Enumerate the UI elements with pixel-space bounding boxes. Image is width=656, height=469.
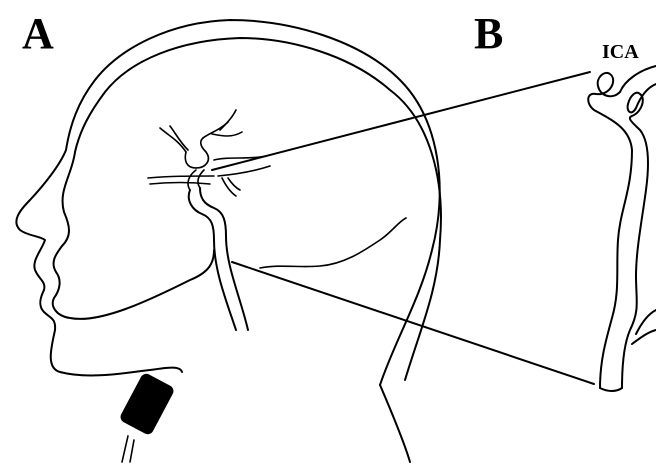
panel-b-label: B — [474, 12, 503, 56]
head-outline — [16, 20, 441, 462]
probe-body — [118, 372, 175, 437]
probe-cable — [122, 436, 128, 462]
zoom-line-top — [212, 72, 590, 170]
panel-a-label: A — [22, 12, 54, 56]
ultrasound-probe — [118, 372, 175, 462]
zoom-lines — [212, 72, 594, 384]
zoom-line-bottom — [232, 262, 594, 384]
ica-vessel-enlarged — [588, 66, 656, 391]
cerebral-arteries — [148, 110, 270, 196]
carotid-artery-neck — [189, 188, 248, 330]
ica-label: ICA — [602, 42, 639, 62]
probe-cable-2 — [130, 440, 134, 462]
